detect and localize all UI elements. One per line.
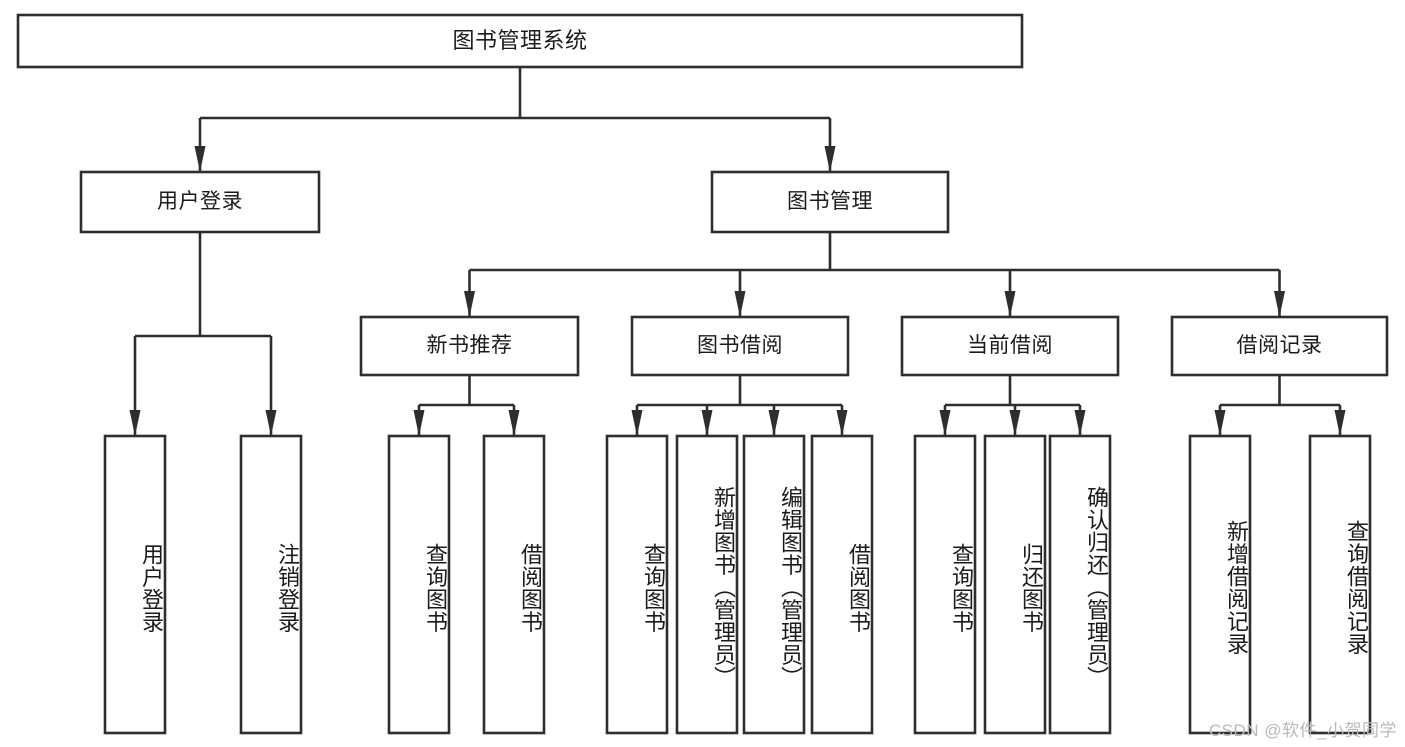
node-current-return-book[interactable] — [983, 434, 1047, 735]
node-recommend-query-book[interactable] — [387, 434, 451, 735]
node-borrow-borrow-book[interactable] — [810, 434, 874, 735]
boxes-layer — [16, 13, 1389, 735]
node-new-book-recommend[interactable] — [359, 315, 580, 377]
userlogin-to-leaves-arrow-0 — [129, 410, 141, 436]
node-current-query-book[interactable] — [913, 434, 977, 735]
node-book-borrow[interactable] — [630, 315, 850, 377]
node-recommend-borrow-book[interactable] — [482, 434, 546, 735]
node-record-query[interactable] — [1308, 434, 1372, 735]
node-user-login[interactable] — [79, 170, 321, 234]
node-current-confirm-return[interactable] — [1048, 434, 1112, 735]
borrow-record-to-leaves-arrow-0 — [1214, 410, 1226, 436]
connectors-layer — [129, 67, 1346, 436]
borrow-record-to-leaves-arrow-1 — [1334, 410, 1346, 436]
bookmanage-to-level3-arrow-2 — [1004, 291, 1016, 317]
bookmanage-to-level3-arrow-3 — [1274, 291, 1285, 317]
new-book-recommend-to-leaves-arrow-0 — [413, 410, 425, 436]
node-borrow-record[interactable] — [1170, 315, 1389, 377]
bookmanage-to-level3-arrow-0 — [464, 291, 475, 317]
book-borrow-to-leaves-arrow-1 — [701, 410, 713, 436]
current-borrow-to-leaves-arrow-0 — [939, 410, 951, 436]
node-borrow-add-book[interactable] — [675, 434, 739, 735]
node-borrow-edit-book[interactable] — [742, 434, 806, 735]
node-borrow-query-book[interactable] — [605, 434, 669, 735]
node-record-add[interactable] — [1188, 434, 1252, 735]
book-borrow-to-leaves-arrow-0 — [631, 410, 643, 436]
root-to-level2-arrow-0 — [194, 146, 206, 172]
node-book-manage[interactable] — [710, 170, 950, 234]
book-borrow-to-leaves-arrow-2 — [768, 410, 780, 436]
bookmanage-to-level3-arrow-1 — [734, 291, 746, 317]
node-user-login-do[interactable] — [103, 434, 167, 735]
root-to-level2-arrow-1 — [824, 146, 836, 172]
new-book-recommend-to-leaves-arrow-1 — [508, 410, 520, 436]
current-borrow-to-leaves-arrow-1 — [1009, 410, 1021, 436]
node-user-logout[interactable] — [239, 434, 303, 735]
node-root[interactable] — [16, 13, 1024, 69]
node-current-borrow[interactable] — [900, 315, 1120, 377]
current-borrow-to-leaves-arrow-2 — [1074, 410, 1086, 436]
userlogin-to-leaves-arrow-1 — [265, 410, 277, 436]
book-borrow-to-leaves-arrow-3 — [836, 410, 848, 436]
